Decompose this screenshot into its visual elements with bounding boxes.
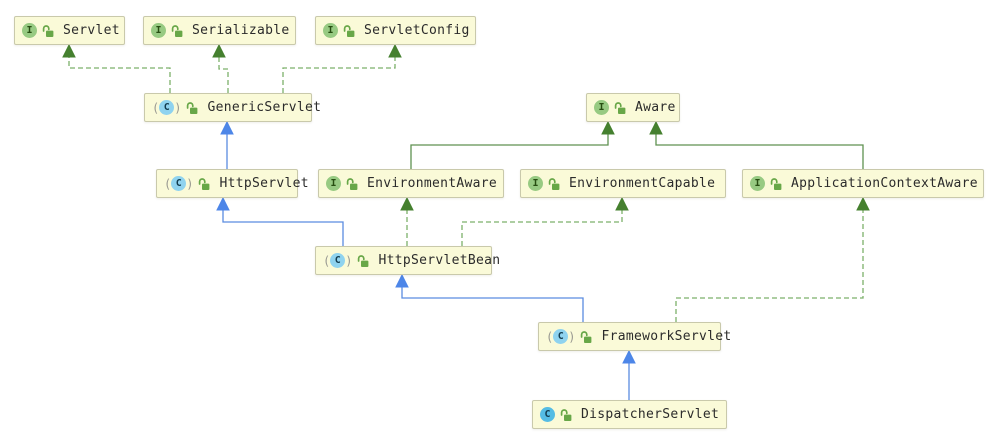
abstract-marker-open: (	[164, 176, 172, 191]
interface-icon: I	[151, 23, 166, 38]
public-open-lock-icon	[548, 177, 560, 190]
class-node-label: FrameworkServlet	[601, 329, 732, 344]
public-open-lock-icon	[770, 177, 782, 190]
class-node-generic-servlet[interactable]: (C) GenericServlet	[144, 93, 321, 122]
public-open-lock-icon	[199, 177, 210, 190]
public-open-lock-icon	[560, 408, 572, 421]
public-open-lock-icon	[358, 254, 369, 267]
abstract-class-icon: C	[171, 176, 187, 191]
class-icon: C	[540, 407, 555, 422]
abstract-marker-open: (	[152, 100, 160, 115]
interface-icon: I	[326, 176, 341, 191]
abstract-class-icon: C	[159, 100, 175, 115]
abstract-class-icon: C	[330, 253, 346, 268]
class-node-http-servlet-bean[interactable]: (C) HttpServletBean	[315, 246, 500, 275]
class-node-environment-capable[interactable]: I EnvironmentCapable	[520, 169, 726, 198]
class-node-servlet[interactable]: I Servlet	[14, 16, 125, 45]
class-node-application-context-aware[interactable]: I ApplicationContextAware	[742, 169, 984, 198]
interface-icon: I	[323, 23, 338, 38]
abstract-marker-close: )	[174, 100, 182, 115]
public-open-lock-icon	[614, 101, 626, 114]
public-open-lock-icon	[42, 24, 54, 37]
class-node-dispatcher-servlet[interactable]: C DispatcherServlet	[532, 400, 727, 429]
public-open-lock-icon	[343, 24, 355, 37]
class-node-label: Serializable	[192, 23, 290, 38]
interface-icon: I	[594, 100, 609, 115]
interface-icon: I	[22, 23, 37, 38]
class-node-framework-servlet[interactable]: (C) FrameworkServlet	[538, 322, 731, 351]
class-node-aware[interactable]: I Aware	[586, 93, 680, 122]
abstract-class-icon: C	[553, 329, 569, 344]
class-node-label: ApplicationContextAware	[791, 176, 978, 191]
public-open-lock-icon	[581, 330, 592, 343]
class-node-http-servlet[interactable]: (C) HttpServlet	[156, 169, 309, 198]
class-node-servlet-config[interactable]: I ServletConfig	[315, 16, 476, 45]
class-node-label: HttpServlet	[219, 176, 309, 191]
class-node-label: ServletConfig	[364, 23, 470, 38]
class-node-label: EnvironmentCapable	[569, 176, 716, 191]
class-node-label: Servlet	[63, 23, 120, 38]
class-node-label: GenericServlet	[207, 100, 322, 115]
public-open-lock-icon	[187, 101, 198, 114]
interface-icon: I	[528, 176, 543, 191]
abstract-marker-close: )	[568, 329, 576, 344]
class-node-label: EnvironmentAware	[367, 176, 498, 191]
abstract-marker-open: (	[323, 253, 331, 268]
abstract-marker-close: )	[186, 176, 194, 191]
abstract-marker-open: (	[546, 329, 554, 344]
class-node-serializable[interactable]: I Serializable	[143, 16, 296, 45]
class-node-label: Aware	[635, 100, 676, 115]
interface-icon: I	[750, 176, 765, 191]
class-node-label: DispatcherServlet	[581, 407, 720, 422]
abstract-marker-close: )	[345, 253, 353, 268]
public-open-lock-icon	[171, 24, 183, 37]
public-open-lock-icon	[346, 177, 358, 190]
class-node-environment-aware[interactable]: I EnvironmentAware	[318, 169, 504, 198]
class-node-label: HttpServletBean	[378, 253, 501, 268]
